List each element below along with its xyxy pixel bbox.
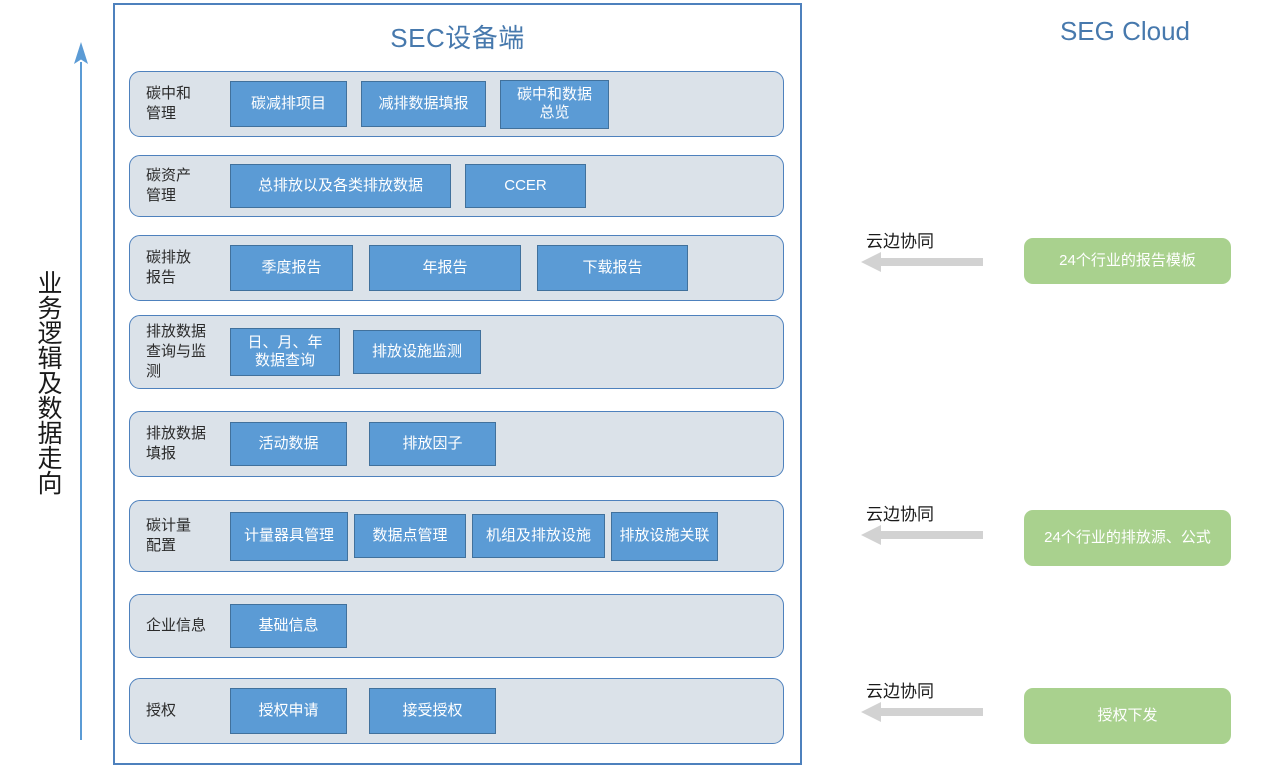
sec-module-tile[interactable]: 排放因子: [369, 422, 496, 466]
business-flow-label: 业务逻辑及数据走向: [34, 270, 62, 495]
sec-module-row-label: 企业信息: [146, 616, 207, 634]
sec-module-tile[interactable]: 排放设施关联: [611, 511, 718, 561]
sec-module-tile[interactable]: 下载报告: [537, 245, 688, 291]
sec-module-row-label: 碳中和管理: [146, 84, 192, 122]
sec-module-tile-group: 日、月、年数据查询排放设施监测: [230, 316, 783, 388]
sec-module-row-label: 授权: [146, 701, 177, 719]
cloud-edge-sync-label: 云边协同: [866, 682, 934, 701]
sec-module-tile[interactable]: 授权申请: [230, 688, 347, 734]
sec-module-tile-group: 基础信息: [230, 595, 783, 657]
sec-module-row: 排放数据查询与监测日、月、年数据查询排放设施监测: [129, 315, 784, 389]
flow-direction-arrow-icon: [74, 42, 88, 740]
sec-module-row: 碳排放报告季度报告年报告下载报告: [129, 235, 784, 301]
sec-module-tile[interactable]: 接受授权: [369, 688, 496, 734]
sec-module-tile-group: 总排放以及各类排放数据 CCER: [230, 156, 783, 216]
sec-module-row: 碳计量配置计量器具管理数据点管理机组及排放设施排放设施关联: [129, 500, 784, 572]
sec-module-tile-group: 季度报告年报告下载报告: [230, 236, 783, 300]
cloud-edge-sync-label: 云边协同: [866, 505, 934, 524]
sec-module-tile-group: 活动数据排放因子: [230, 412, 783, 476]
sec-module-tile[interactable]: 碳减排项目: [230, 81, 347, 127]
cloud-capability-box[interactable]: 24个行业的排放源、公式: [1024, 510, 1231, 566]
sec-module-tile[interactable]: CCER: [465, 164, 586, 208]
sec-module-tile-group: 碳减排项目减排数据填报碳中和数据总览: [230, 72, 783, 136]
sec-panel-title: SEC设备端: [390, 23, 525, 53]
sec-module-row-label: 碳资产管理: [146, 166, 192, 204]
sync-left-arrow-icon: [861, 252, 983, 272]
sync-left-arrow-icon: [861, 702, 983, 722]
sec-module-tile-group: 授权申请接受授权: [230, 679, 783, 743]
sec-module-row-label: 碳计量配置: [146, 516, 192, 554]
sec-module-tile[interactable]: 数据点管理: [354, 514, 466, 558]
cloud-capability-box[interactable]: 授权下发: [1024, 688, 1231, 744]
seg-cloud-title: SEG Cloud: [1059, 16, 1191, 46]
sec-module-tile[interactable]: 活动数据: [230, 422, 347, 466]
sec-module-row: 企业信息 基础信息: [129, 594, 784, 658]
sec-module-row-label: 碳排放报告: [146, 248, 192, 286]
cloud-capability-box[interactable]: 24个行业的报告模板: [1024, 238, 1231, 284]
sec-module-tile[interactable]: 日、月、年数据查询: [230, 328, 340, 376]
sec-module-tile-group: 计量器具管理数据点管理机组及排放设施排放设施关联: [230, 501, 783, 571]
sec-module-row-label: 排放数据查询与监测: [146, 322, 207, 381]
sec-module-row: 碳资产管理总排放以及各类排放数据 CCER: [129, 155, 784, 217]
sec-module-tile[interactable]: 年报告: [369, 245, 521, 291]
sec-device-panel: SEC设备端 碳中和管理碳减排项目减排数据填报碳中和数据总览碳资产管理总排放以及…: [113, 3, 802, 765]
sec-module-tile[interactable]: 计量器具管理: [230, 511, 348, 561]
sec-module-row: 排放数据填报活动数据排放因子: [129, 411, 784, 477]
sec-module-tile[interactable]: 减排数据填报: [361, 81, 486, 127]
sec-module-row: 碳中和管理碳减排项目减排数据填报碳中和数据总览: [129, 71, 784, 137]
sec-module-row-label: 排放数据填报: [146, 424, 207, 462]
sync-left-arrow-icon: [861, 525, 983, 545]
sec-module-row: 授权 授权申请接受授权: [129, 678, 784, 744]
sec-module-tile[interactable]: 机组及排放设施: [472, 514, 605, 558]
sec-module-tile[interactable]: 季度报告: [230, 245, 353, 291]
sec-module-tile[interactable]: 基础信息: [230, 604, 347, 648]
sec-module-tile[interactable]: 碳中和数据总览: [500, 79, 609, 129]
sec-module-tile[interactable]: 排放设施监测: [353, 330, 481, 374]
business-flow-axis: 业务逻辑及数据走向: [0, 40, 110, 770]
sec-module-tile[interactable]: 总排放以及各类排放数据: [230, 164, 451, 208]
cloud-edge-sync-label: 云边协同: [866, 232, 934, 251]
